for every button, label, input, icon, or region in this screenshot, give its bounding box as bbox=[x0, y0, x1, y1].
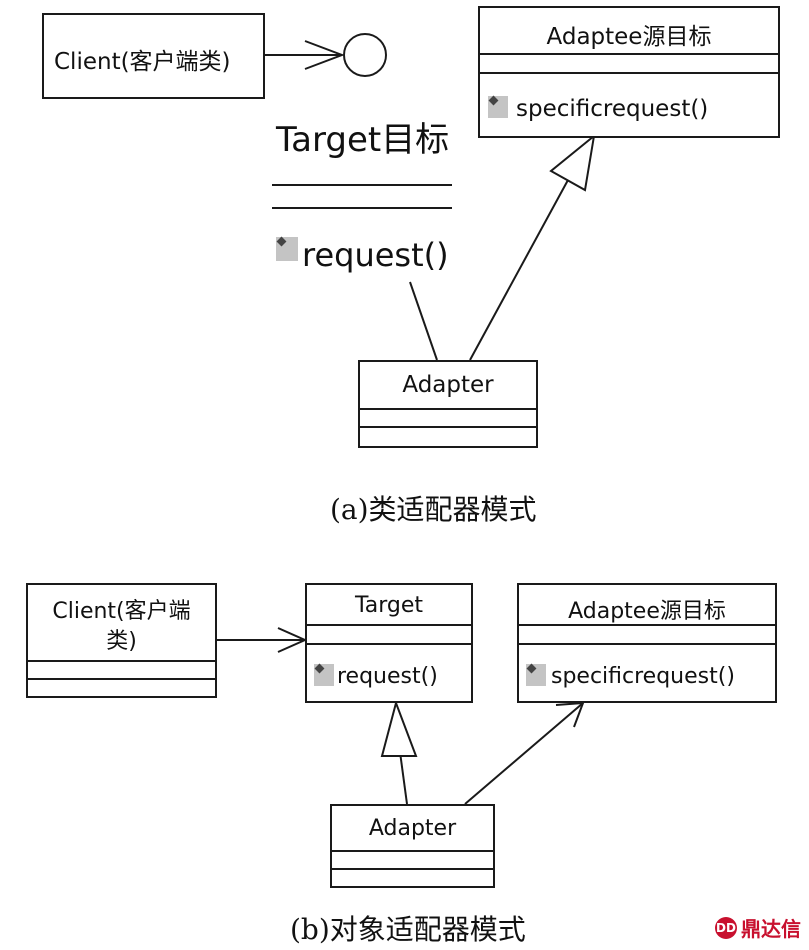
a-target-interface-circle bbox=[343, 33, 387, 77]
b-adapter-target-line bbox=[399, 751, 408, 805]
a-adapter-sep-2 bbox=[360, 426, 536, 428]
a-target-title: Target目标 bbox=[276, 120, 450, 160]
a-target-op-icon bbox=[276, 237, 298, 261]
b-target-box: Target request() bbox=[305, 583, 473, 703]
b-adapter-box: Adapter bbox=[330, 804, 495, 888]
a-adaptee-box: Adaptee源目标 specificrequest() bbox=[478, 6, 780, 138]
a-adapter-adaptee-line bbox=[469, 179, 569, 361]
b-target-sep-1 bbox=[307, 624, 471, 626]
a-client-label: Client(客户端类) bbox=[54, 49, 231, 75]
b-target-op-icon bbox=[314, 664, 334, 686]
b-adapter-sep-2 bbox=[332, 868, 493, 870]
b-adaptee-arrowhead bbox=[555, 701, 585, 728]
b-adaptee-box: Adaptee源目标 specificrequest() bbox=[517, 583, 777, 703]
b-target-sep-2 bbox=[307, 643, 471, 645]
b-client-box: Client(客户端 类) bbox=[26, 583, 217, 698]
b-adapter-sep-1 bbox=[332, 850, 493, 852]
a-adaptee-sep-2 bbox=[480, 72, 778, 74]
b-adapter-title: Adapter bbox=[368, 816, 457, 841]
a-adapter-title: Adapter bbox=[402, 372, 494, 398]
a-adapter-sep-1 bbox=[360, 408, 536, 410]
b-adaptee-sep-2 bbox=[519, 643, 775, 645]
a-caption: (a)类适配器模式 bbox=[330, 493, 537, 526]
a-adapter-box: Adapter bbox=[358, 360, 538, 448]
b-client-sep-1 bbox=[28, 660, 215, 662]
b-adaptee-op: specificrequest() bbox=[551, 664, 735, 689]
a-adapter-request-line bbox=[409, 281, 438, 361]
a-adaptee-sep-1 bbox=[480, 53, 778, 55]
b-adapter-adaptee-line bbox=[464, 702, 584, 805]
watermark-text: 鼎达信 bbox=[741, 917, 801, 941]
b-target-op: request() bbox=[337, 664, 438, 689]
a-client-box: Client(客户端类) bbox=[42, 13, 265, 99]
watermark-mark-icon: DD bbox=[715, 916, 737, 939]
a-adaptee-title: Adaptee源目标 bbox=[546, 24, 712, 50]
a-client-arrowhead bbox=[304, 40, 345, 70]
watermark-logo: DD 鼎达信 bbox=[715, 913, 801, 942]
b-client-sep-2 bbox=[28, 678, 215, 680]
a-adaptee-op-icon bbox=[488, 96, 508, 118]
b-adaptee-title: Adaptee源目标 bbox=[568, 599, 726, 624]
b-client-line2: 类) bbox=[106, 629, 137, 654]
b-generalization-arrowhead bbox=[380, 699, 418, 757]
a-adaptee-op: specificrequest() bbox=[516, 96, 709, 122]
b-client-line1: Client(客户端 bbox=[52, 599, 191, 624]
b-caption: (b)对象适配器模式 bbox=[290, 913, 526, 946]
b-adaptee-op-icon bbox=[526, 664, 546, 686]
b-target-title: Target bbox=[354, 593, 424, 618]
a-target-op: request() bbox=[302, 236, 449, 274]
b-adaptee-sep-1 bbox=[519, 624, 775, 626]
a-generalization-arrowhead bbox=[549, 133, 596, 192]
